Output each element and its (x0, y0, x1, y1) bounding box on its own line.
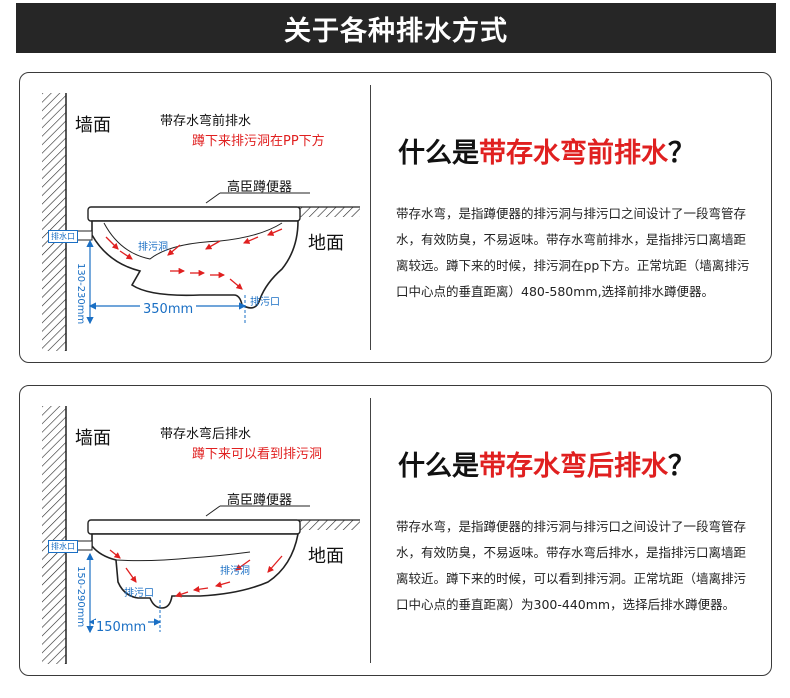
vertical-dimension-label: 150-290mm (75, 566, 86, 628)
wall-label: 墙面 (75, 115, 111, 136)
wall-label: 墙面 (75, 428, 111, 449)
inlet-label: 排水口 (48, 540, 78, 553)
card-divider (370, 398, 371, 663)
product-pointer (205, 192, 221, 204)
toilet-rim (87, 519, 301, 535)
question-highlight: 带存水弯前排水 (479, 138, 668, 169)
rear-drain-drawing (42, 406, 360, 664)
rear-drain-card: 墙面 带存水弯后排水 蹲下来可以看到排污洞 高臣蹲便器 地面 排水口 排污洞 排… (19, 385, 772, 676)
question-suffix: ？ (668, 138, 695, 169)
bowl-inner (103, 222, 283, 260)
hole-label: 排污洞 (138, 242, 168, 253)
red-note-label: 蹲下来排污洞在PP下方 (192, 134, 325, 149)
ground-hatch (298, 520, 360, 530)
question-title: 什么是带存水弯前排水？ (398, 131, 695, 170)
vertical-dimension-label: 130-230mm (75, 263, 86, 325)
product-pointer (205, 505, 221, 517)
ground-label: 地面 (308, 233, 344, 254)
question-suffix: ？ (668, 451, 695, 482)
red-note-label: 蹲下来可以看到排污洞 (192, 447, 323, 462)
page-banner: 关于各种排水方式 (16, 3, 776, 53)
rear-drain-diagram: 墙面 带存水弯后排水 蹲下来可以看到排污洞 高臣蹲便器 地面 排水口 排污洞 排… (20, 386, 370, 675)
product-label: 高臣蹲便器 (227, 493, 293, 508)
question-prefix: 什么是 (398, 451, 479, 482)
inlet-label: 排水口 (48, 230, 78, 243)
description-text: 带存水弯，是指蹲便器的排污洞与排污口之间设计了一段弯管存水，有效防臭，不易返味。… (396, 519, 747, 612)
bowl-inner (115, 551, 251, 562)
question-highlight: 带存水弯后排水 (479, 451, 668, 482)
hole-label: 排污洞 (220, 566, 250, 577)
drain-type-label: 带存水弯后排水 (160, 427, 252, 442)
ground-hatch (298, 207, 360, 217)
question-title: 什么是带存水弯后排水？ (398, 444, 695, 483)
toilet-rim (87, 206, 301, 222)
outlet-label: 排污口 (250, 297, 280, 308)
product-label: 高臣蹲便器 (227, 180, 293, 195)
description-text: 带存水弯，是指蹲便器的排污洞与排污口之间设计了一段弯管存水，有效防臭，不易返味。… (396, 206, 750, 299)
question-prefix: 什么是 (398, 138, 479, 169)
front-drain-drawing (42, 93, 360, 351)
horizontal-dimension-label: 350mm (140, 302, 197, 317)
card-divider (370, 85, 371, 350)
front-drain-diagram: 墙面 带存水弯前排水 蹲下来排污洞在PP下方 高臣蹲便器 地面 排水口 排污洞 … (20, 73, 370, 362)
drain-type-label: 带存水弯前排水 (160, 114, 252, 129)
wall-hatch (42, 93, 66, 351)
banner-title: 关于各种排水方式 (284, 15, 508, 47)
flow-arrows (109, 549, 283, 598)
horizontal-dimension-label: 150mm (94, 620, 149, 635)
flow-arrows (105, 228, 283, 290)
ground-label: 地面 (308, 546, 344, 567)
wall-hatch (42, 406, 66, 664)
outlet-label: 排污口 (124, 588, 154, 599)
front-drain-card: 墙面 带存水弯前排水 蹲下来排污洞在PP下方 高臣蹲便器 地面 排水口 排污洞 … (19, 72, 772, 363)
toilet-bowl (91, 533, 299, 609)
